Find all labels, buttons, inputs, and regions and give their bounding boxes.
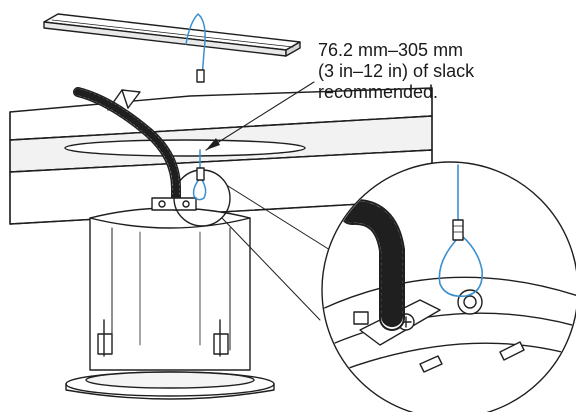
callout-line-2: (3 in–12 in) of slack [318, 61, 475, 81]
zoom-connector-bottom [221, 217, 321, 321]
callout-line-1: 76.2 mm–305 mm [318, 40, 464, 60]
speaker-housing [65, 207, 275, 400]
cable-ferrule-zoom [452, 219, 464, 241]
ceiling-panel [9, 87, 433, 225]
flexible-conduit [73, 87, 181, 211]
leader-arrowhead [206, 138, 220, 150]
safety-cable-zoom [438, 164, 483, 298]
callout-line-3: recommended. [318, 82, 439, 102]
slack-callout: 76.2 mm–305 mm (3 in–12 in) of slack rec… [318, 40, 474, 103]
zoom-connector-top [227, 185, 331, 251]
cable-ferrule-main [196, 69, 205, 181]
callout-leader [205, 81, 315, 151]
overhead-rail [43, 13, 301, 57]
detail-magnified [321, 161, 576, 412]
